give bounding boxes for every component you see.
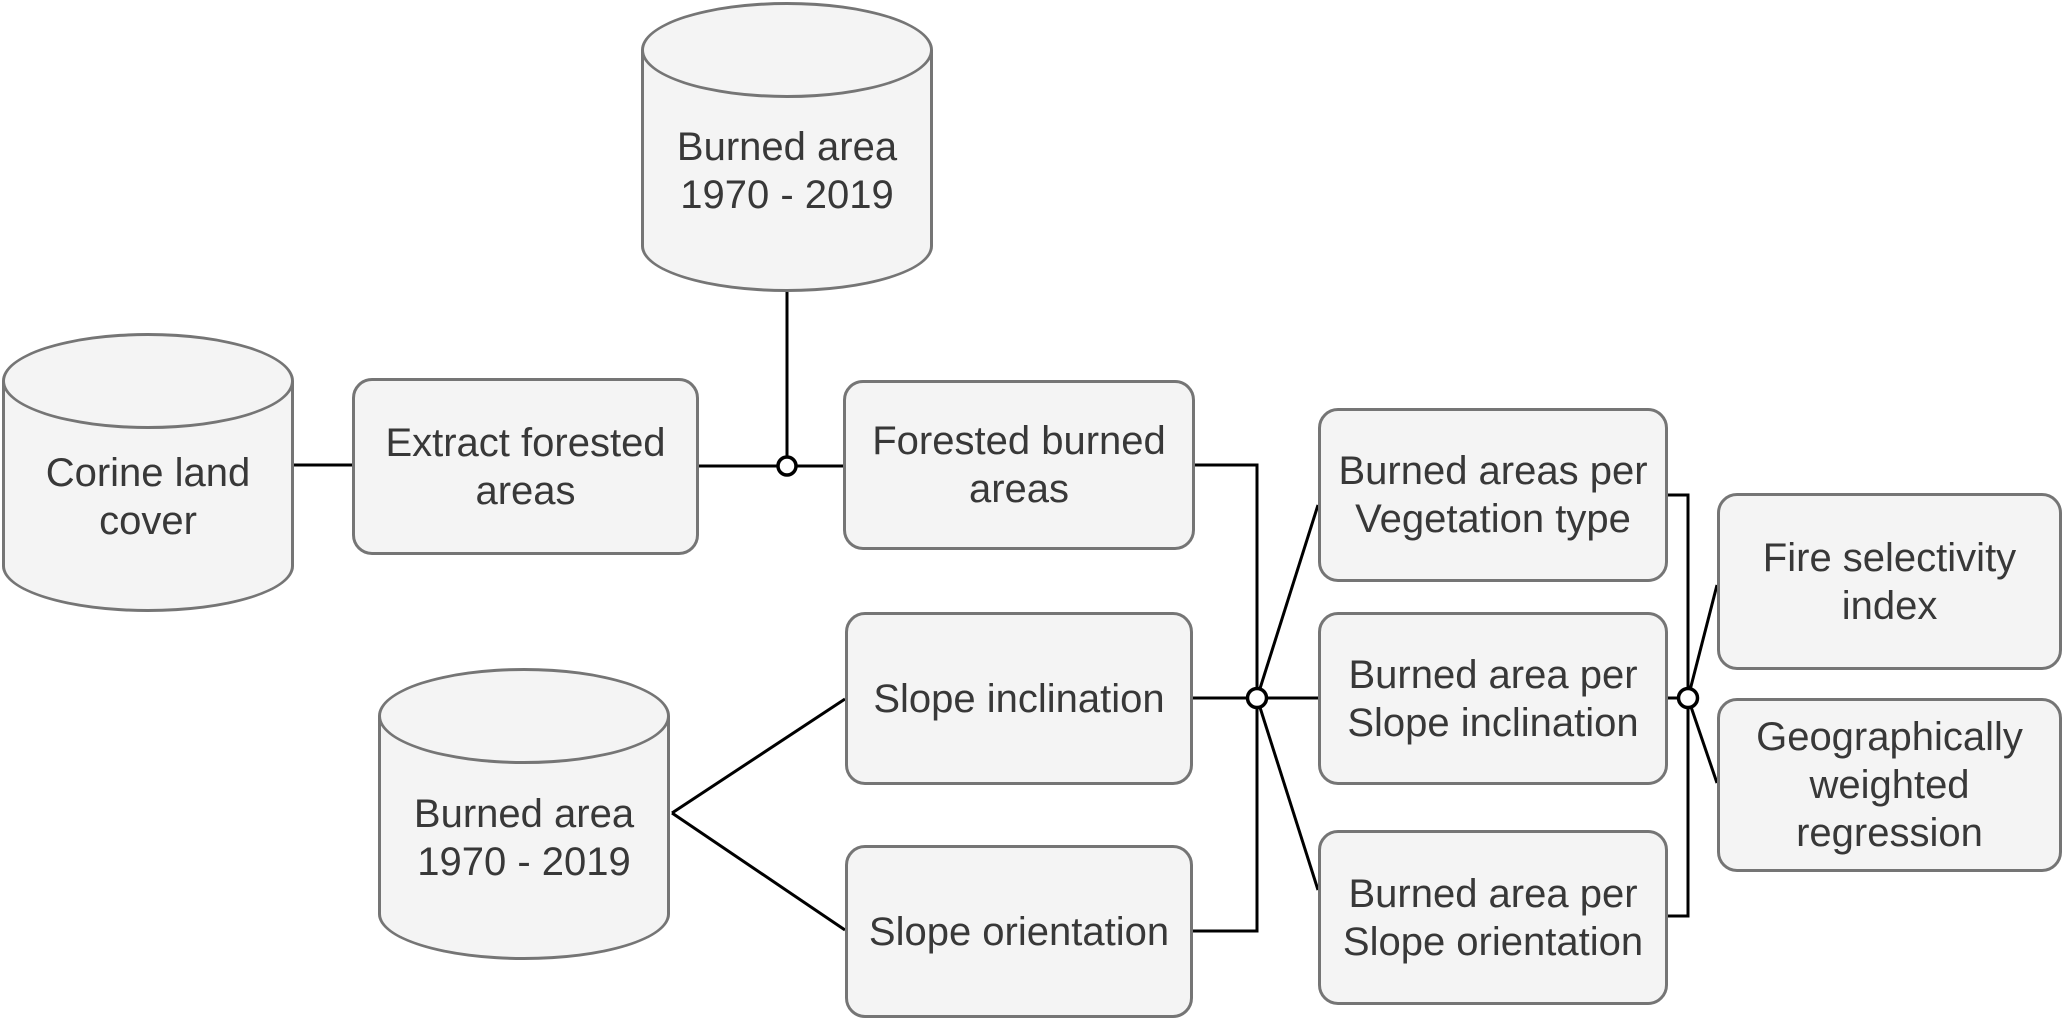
label-line: 1970 - 2019	[680, 173, 894, 217]
cylinder-top-ellipse	[641, 2, 933, 98]
label-line: Extract forested	[385, 420, 666, 465]
label-line: areas	[475, 468, 576, 513]
label-line: Burned areas per	[1338, 449, 1648, 493]
process-fire-selectivity-index: Fire selectivity index	[1717, 493, 2062, 670]
process-geographically-weighted-regression: Geographically weighted regression	[1717, 698, 2062, 872]
label-line: Geographically	[1756, 715, 2023, 759]
node-label: Burned area 1970 - 2019	[641, 2, 933, 292]
node-label: Corine land cover	[2, 333, 294, 612]
node-label: Burned area 1970 - 2019	[378, 668, 670, 960]
label-line: index	[1841, 583, 1938, 628]
process-extract-forested-areas: Extract forested areas	[352, 378, 699, 555]
datastore-corine-land-cover: Corine land cover	[2, 333, 294, 612]
label-line: 1970 - 2019	[417, 840, 631, 884]
process-slope-orientation: Slope orientation	[845, 845, 1193, 1018]
label-line: Burned area	[676, 125, 898, 169]
label-line: Slope inclination	[1347, 700, 1639, 745]
process-burned-areas-per-vegetation-type: Burned areas per Vegetation type	[1318, 408, 1668, 582]
label-line: areas	[968, 467, 1070, 511]
label-line: Vegetation type	[1355, 497, 1631, 541]
edge-junction1-to-baorient	[1255, 697, 1320, 891]
label-line: weighted	[1809, 763, 1970, 807]
junction-connector-3	[1676, 686, 1700, 710]
label-line: Corine land	[45, 450, 251, 495]
label-line: Slope orientation	[868, 909, 1170, 954]
label-line: Forested burned	[872, 419, 1166, 463]
label-line: Burned area per	[1348, 871, 1638, 916]
edge-junction2-to-fireindex	[1686, 584, 1719, 699]
label-line: cover	[99, 498, 197, 543]
process-burned-area-per-slope-orientation: Burned area per Slope orientation	[1318, 830, 1668, 1005]
edge-junction1-to-baveg	[1255, 504, 1320, 699]
label-line: regression	[1796, 811, 1983, 855]
label-line: Burned area	[413, 792, 635, 836]
edge-burnedlower-to-slopeorient	[671, 811, 846, 932]
label-line: Burned area per	[1348, 652, 1638, 697]
edge-baorient-to-junction2	[1668, 698, 1690, 918]
junction-connector-1	[776, 455, 798, 477]
datastore-burned-area-lower: Burned area 1970 - 2019	[378, 668, 670, 960]
edge-burnedlower-to-slopeincl	[671, 697, 846, 815]
datastore-burned-area-top: Burned area 1970 - 2019	[641, 2, 933, 292]
process-burned-area-per-slope-inclination: Burned area per Slope inclination	[1318, 612, 1668, 785]
process-forested-burned-areas: Forested burned areas	[843, 380, 1195, 550]
edge-baveg-to-junction2	[1668, 493, 1690, 698]
edge-slopeorient-to-junction1	[1193, 698, 1259, 933]
cylinder-top-ellipse	[2, 333, 294, 429]
edge-forested-to-junction1	[1195, 463, 1259, 698]
junction-connector-2	[1245, 686, 1269, 710]
label-line: Fire selectivity	[1762, 535, 2017, 580]
label-line: Slope orientation	[1342, 919, 1644, 964]
process-slope-inclination: Slope inclination	[845, 612, 1193, 785]
label-line: Slope inclination	[873, 676, 1165, 721]
edge-junction2-to-gwr	[1686, 697, 1719, 784]
cylinder-top-ellipse	[378, 668, 670, 764]
